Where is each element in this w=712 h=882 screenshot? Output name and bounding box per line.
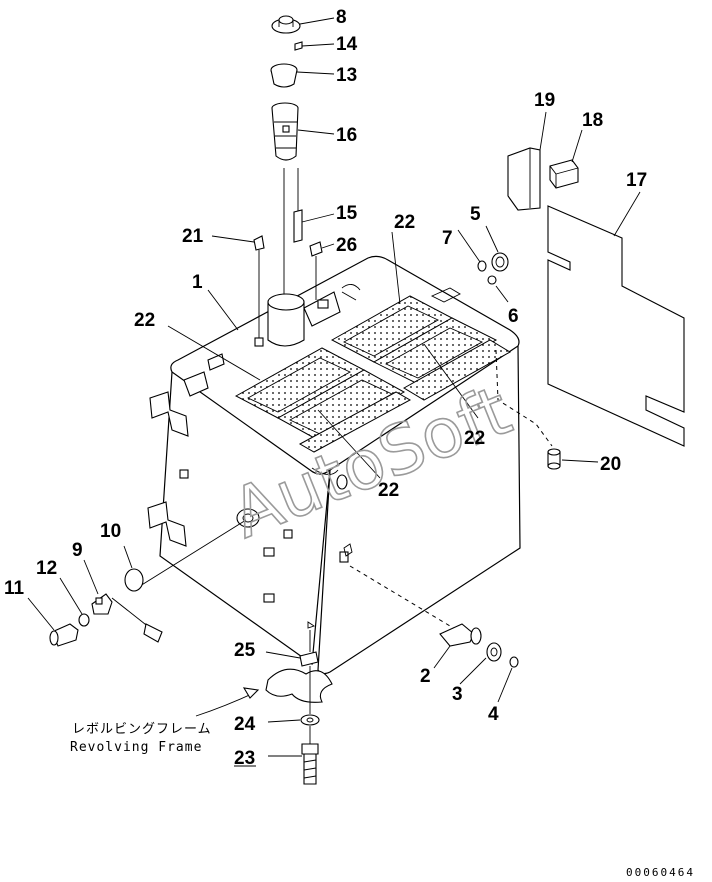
callout-2: 2: [420, 666, 431, 687]
note-japanese: レボルビングフレーム: [72, 722, 212, 737]
callout-12: 12: [36, 558, 57, 579]
callout-16: 16: [336, 125, 357, 146]
leader-lines: [27, 17, 641, 757]
callout-19: 19: [534, 90, 555, 111]
callout-20: 20: [600, 454, 621, 475]
callout-15: 15: [336, 203, 358, 224]
level-sensor-assembly: [49, 519, 247, 647]
callout-22-right: 22: [464, 428, 485, 449]
callout-21: 21: [182, 226, 204, 247]
drain-assembly: [349, 565, 519, 668]
callout-24: 24: [234, 714, 256, 735]
note-english: Revolving Frame: [70, 740, 202, 755]
callout-26: 26: [336, 235, 357, 256]
callout-5: 5: [470, 204, 481, 225]
callout-1: 1: [192, 272, 203, 293]
filler-assembly: [253, 15, 361, 347]
callout-10: 10: [100, 521, 121, 542]
callout-labels: 8 14 13 16 15 26 21 1 22 22 22 22 7 5 6 …: [4, 7, 647, 769]
callout-9: 9: [72, 540, 83, 561]
callout-8: 8: [336, 7, 347, 28]
callout-6: 6: [508, 306, 519, 327]
callout-22-left: 22: [134, 310, 155, 331]
document-number: 00060464: [626, 866, 695, 879]
mounting-hardware: [195, 630, 333, 785]
callout-14: 14: [336, 34, 358, 55]
callout-3: 3: [452, 684, 463, 705]
callout-18: 18: [582, 110, 603, 131]
hydraulic-tank: [147, 255, 521, 675]
callout-17: 17: [626, 170, 647, 191]
callout-7: 7: [442, 228, 453, 249]
callout-22-top: 22: [394, 212, 415, 233]
callout-13: 13: [336, 65, 357, 86]
callout-23: 23: [234, 748, 255, 769]
right-side-parts: [477, 147, 685, 470]
callout-4: 4: [488, 704, 499, 725]
callout-22-bottom: 22: [378, 480, 399, 501]
cover-plates: [234, 295, 511, 453]
callout-25: 25: [234, 640, 256, 661]
callout-11: 11: [4, 578, 25, 599]
